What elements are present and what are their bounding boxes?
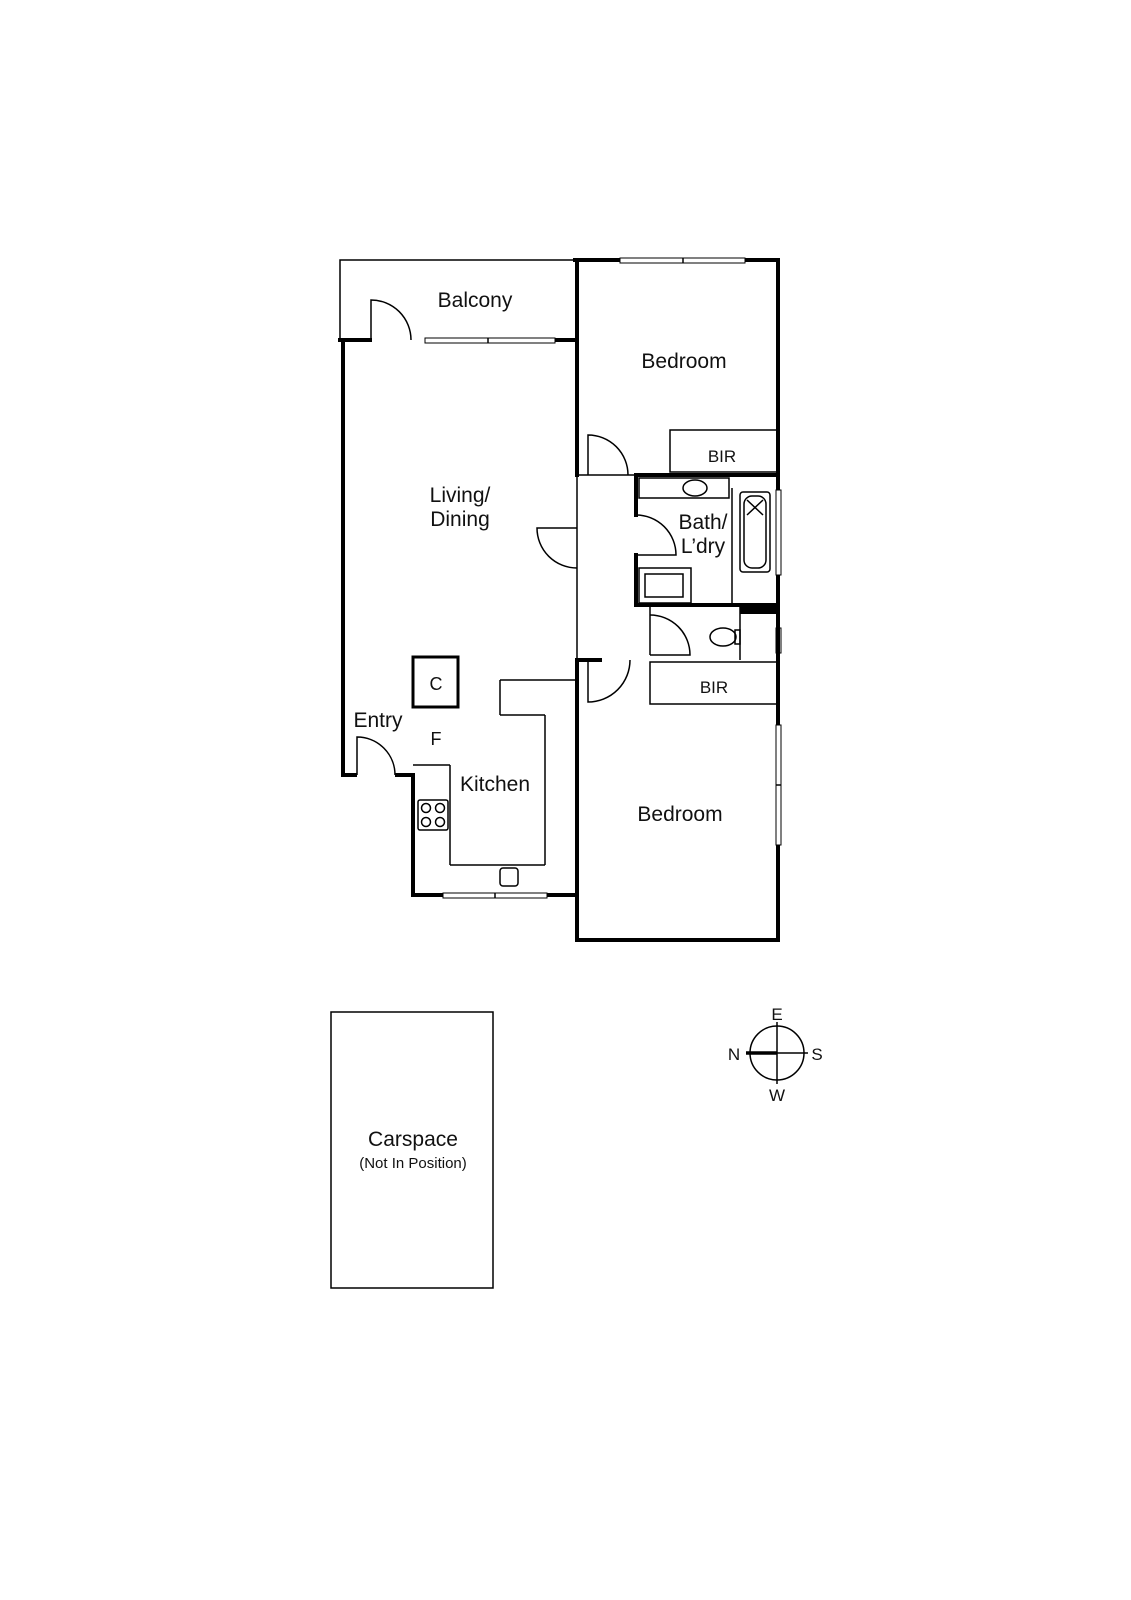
bir-top-label: BIR xyxy=(708,447,736,466)
carspace-outline xyxy=(330,1011,494,1289)
compass-south-label: S xyxy=(811,1045,822,1064)
carspace-label: Carspace xyxy=(368,1128,458,1151)
fridge-label: F xyxy=(431,729,442,749)
living-walls xyxy=(341,338,579,899)
cupboard-label: C xyxy=(430,674,443,694)
bath-label-line1: Bath/ xyxy=(678,511,727,534)
bedroom-bottom-walls xyxy=(575,598,782,942)
bath-laundry xyxy=(634,473,782,607)
compass-icon xyxy=(746,1022,808,1084)
compass-north-label: N xyxy=(728,1045,740,1064)
bath-label-line2: L’dry xyxy=(681,535,726,558)
bedroom-top-label: Bedroom xyxy=(641,350,726,373)
toilet-room xyxy=(649,603,782,660)
compass-east-label: E xyxy=(771,1005,782,1024)
bir-bottom-label: BIR xyxy=(700,678,728,697)
bedroom-top-walls xyxy=(573,257,780,602)
kitchen-label: Kitchen xyxy=(460,773,530,796)
compass-west-label: W xyxy=(769,1086,785,1105)
carspace-note: (Not In Position) xyxy=(359,1155,467,1172)
balcony-label: Balcony xyxy=(438,289,513,312)
entry-label: Entry xyxy=(353,709,403,732)
bedroom-bottom-label: Bedroom xyxy=(637,803,722,826)
living-label-line1: Living/ xyxy=(430,484,491,507)
central-wall xyxy=(536,258,579,942)
kitchen-fittings xyxy=(411,655,577,887)
living-label-line2: Dining xyxy=(430,508,490,531)
